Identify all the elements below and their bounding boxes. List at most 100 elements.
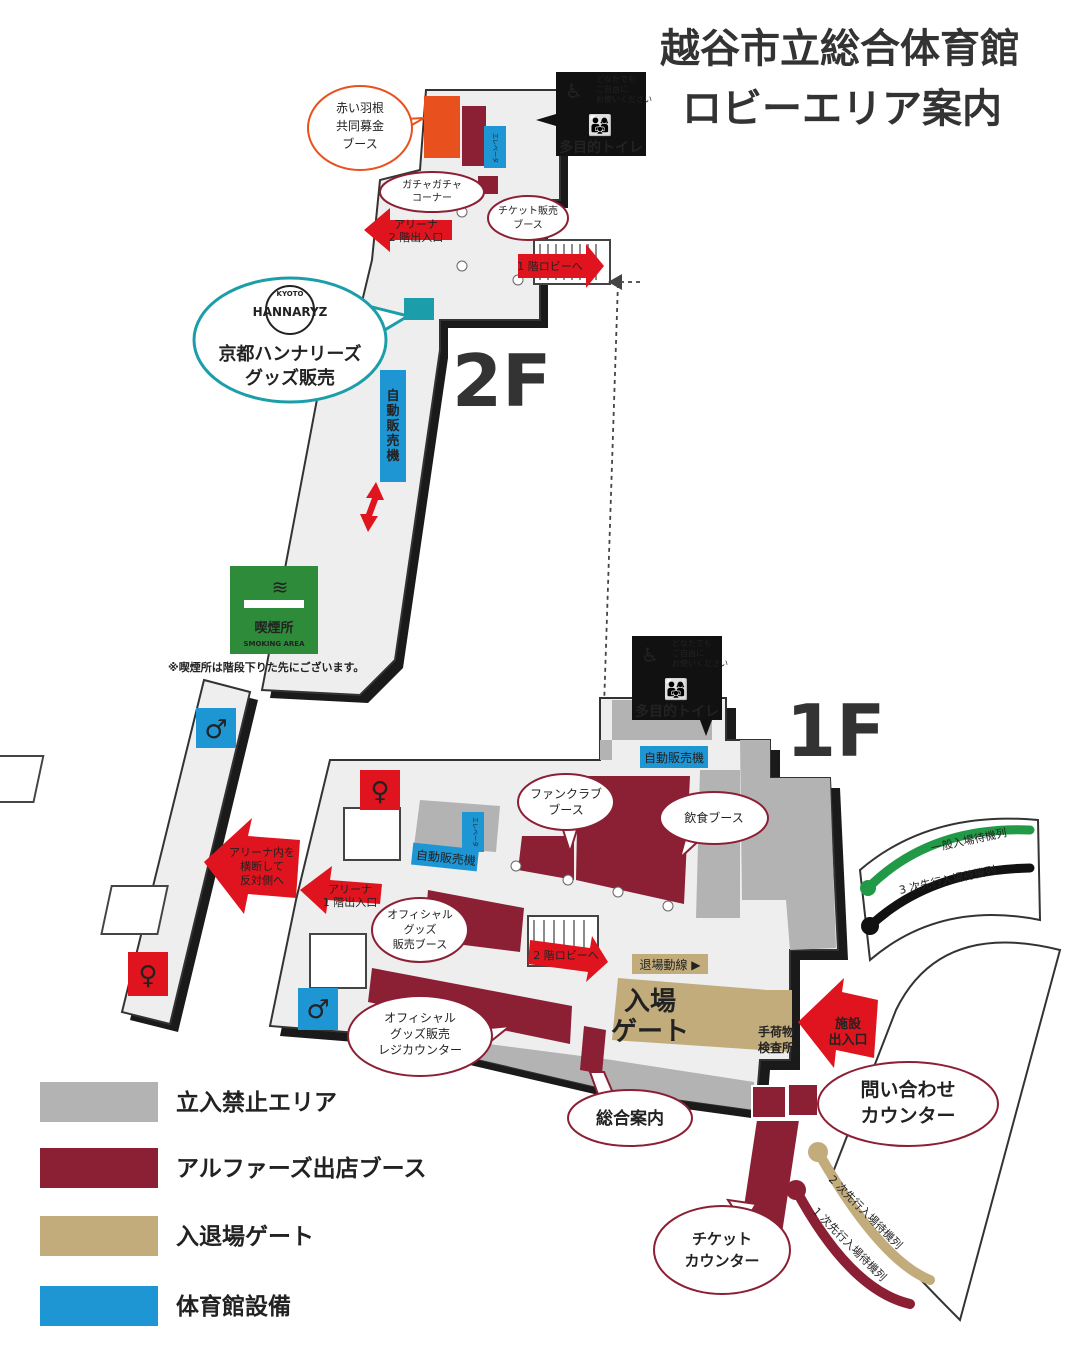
floor-2f-label: 2F <box>452 339 551 423</box>
queue-first-start <box>786 1180 806 1200</box>
inquiry-counter-booth <box>787 1083 819 1117</box>
info-booth <box>580 1026 606 1074</box>
restroom-female-annex <box>128 952 168 996</box>
baggage-check-area <box>756 990 792 1046</box>
title-line2: ロビーエリア案内 <box>682 86 1002 132</box>
queue-second-line <box>813 1147 935 1285</box>
second-floor-elevator <box>484 126 506 168</box>
official-register-label: オフィシャルグッズ販売レジカウンター <box>378 1011 462 1057</box>
legend-label-booth: アルファーズ出店ブース <box>176 1155 426 1182</box>
hannaryz-goods-label: 京都ハンナリーズグッズ販売 <box>218 343 361 389</box>
gate-label: 入場ゲート <box>611 987 689 1047</box>
legend-label-facility: 体育館設備 <box>176 1293 291 1320</box>
official-register-booth <box>368 968 572 1044</box>
toilet-label-1f: 多目的トイレ <box>635 703 719 720</box>
legend-swatch-restricted <box>40 1082 158 1122</box>
vending-label-2f: 自動販売機 <box>386 388 400 464</box>
cigarette-icon <box>244 600 302 608</box>
legend: 立入禁止エリア アルファーズ出店ブース 入退場ゲート 体育館設備 <box>40 1082 426 1326</box>
restroom-male-annex <box>196 708 236 748</box>
queue-first-line <box>791 1185 915 1309</box>
red-feather-callout: 赤い羽根共同募金ブース <box>307 85 425 171</box>
restricted-area-right <box>740 740 836 950</box>
ticket-booth-label: チケット販売ブース <box>498 204 558 231</box>
queue-third-line <box>865 863 1035 931</box>
route-arrow-head <box>608 274 622 290</box>
wheelchair-icon: ♿ <box>565 79 583 103</box>
female-icon: ♀ <box>138 961 157 991</box>
fanclub-booth <box>518 836 574 880</box>
official-goods-label: オフィシャルグッズ販売ブース <box>387 908 453 951</box>
info-callout: 総合案内 <box>567 1071 693 1147</box>
to-1f-arrow <box>518 244 604 288</box>
hannaryz-callout: KYOTO HANNARYZ 京都ハンナリーズグッズ販売 <box>192 276 412 404</box>
toilet-sign-1f: ♿ どなたでもご自由にお使いください 👨‍👩‍👧 多目的トイレ <box>632 636 728 720</box>
pillar <box>662 900 674 912</box>
smoking-note: ※喫煙所は階段下りた先にございます。 <box>168 660 364 674</box>
people-icons: 👨‍👩‍👧 <box>664 677 689 701</box>
to-1f-label: 1 階ロビーへ <box>517 259 583 273</box>
elevator-label-2f: エレベータ <box>491 133 499 163</box>
toilet-label-2f: 多目的トイレ <box>559 139 643 156</box>
elevator-label-1f: エレベータ <box>471 817 479 847</box>
restroom-female-1f <box>360 770 400 810</box>
smoking-sub: SMOKING AREA <box>243 640 305 648</box>
annex-stairs-top <box>0 755 45 803</box>
pillar <box>612 886 624 898</box>
arena-2f-arrow <box>364 208 452 252</box>
pillar <box>456 260 468 272</box>
floor-1f-label: 1F <box>786 689 885 773</box>
arena-1f-arrow <box>300 866 382 914</box>
male-icon: ♂ <box>204 715 227 745</box>
hannaryz-logo-top: KYOTO <box>277 290 304 298</box>
food-label: 飲食ブース <box>684 810 743 825</box>
official-goods-callout: オフィシャルグッズ販売ブース <box>371 897 469 963</box>
elevator-1f <box>462 812 484 852</box>
hannaryz-logo <box>265 285 315 335</box>
inquiry-label: 問い合わせカウンター <box>860 1078 955 1127</box>
gacha-callout: ガチャガチャコーナー <box>379 171 485 213</box>
fanclub-callout: ファンクラブブース <box>517 773 615 856</box>
legend-swatch-booth <box>40 1148 158 1188</box>
wheelchair-icon: ♿ <box>641 643 659 667</box>
female-icon: ♀ <box>370 777 389 807</box>
legend-swatch-facility <box>40 1286 158 1326</box>
to-2f-arrow <box>528 936 608 982</box>
toilet-2f-pointer <box>536 114 556 126</box>
vending-machines-2f <box>380 370 406 482</box>
annex-stairs-bottom <box>100 885 169 935</box>
vending-machines-1f-top <box>640 746 708 768</box>
exit-line-label: 退場動線 ▶ <box>639 957 701 972</box>
queue-general-start <box>860 880 876 896</box>
cross-arena-arrow <box>204 818 300 914</box>
pillar <box>562 874 574 886</box>
hannaryz-shop <box>404 298 434 320</box>
male-icon: ♂ <box>306 995 329 1025</box>
toilet-sign-2f: ♿ どなたでもご自由にお使いください 👨‍👩‍👧 多目的トイレ <box>556 72 652 156</box>
gacha-booth <box>462 106 486 166</box>
vending-machines-1f-left <box>411 842 479 872</box>
smoking-label: 喫煙所 <box>254 620 293 636</box>
vending-top-label: 自動販売機 <box>644 750 704 765</box>
ticket-counter-callout: チケットカウンター <box>653 1198 791 1295</box>
facility-entrance-label: 施設出入口 <box>828 1016 867 1048</box>
queue-general-line <box>863 825 1035 893</box>
people-icons: 👨‍👩‍👧 <box>588 113 613 137</box>
entrance-gate <box>612 978 792 1052</box>
legend-label-gate: 入退場ゲート <box>176 1224 314 1250</box>
facility-entrance-arrow <box>798 978 878 1068</box>
fanclub-label: ファンクラブブース <box>530 786 602 817</box>
toilet-note-1f: どなたでもご自由にお使いください <box>672 639 728 668</box>
smoke-icon: ≋ <box>272 575 289 599</box>
toilet-note-2f: どなたでもご自由にお使いください <box>596 75 652 104</box>
food-callout: 飲食ブース <box>659 791 769 862</box>
vending-left-label: 自動販売機 <box>415 847 476 868</box>
ticket-booth-callout: チケット販売ブース <box>487 195 569 241</box>
second-floor-plan: エレベータ 自動販売機 <box>260 89 611 703</box>
ticket-counter-label: チケットカウンター <box>684 1230 759 1270</box>
gacha-label: ガチャガチャコーナー <box>402 179 462 204</box>
stairs-left-bottom <box>309 933 367 989</box>
